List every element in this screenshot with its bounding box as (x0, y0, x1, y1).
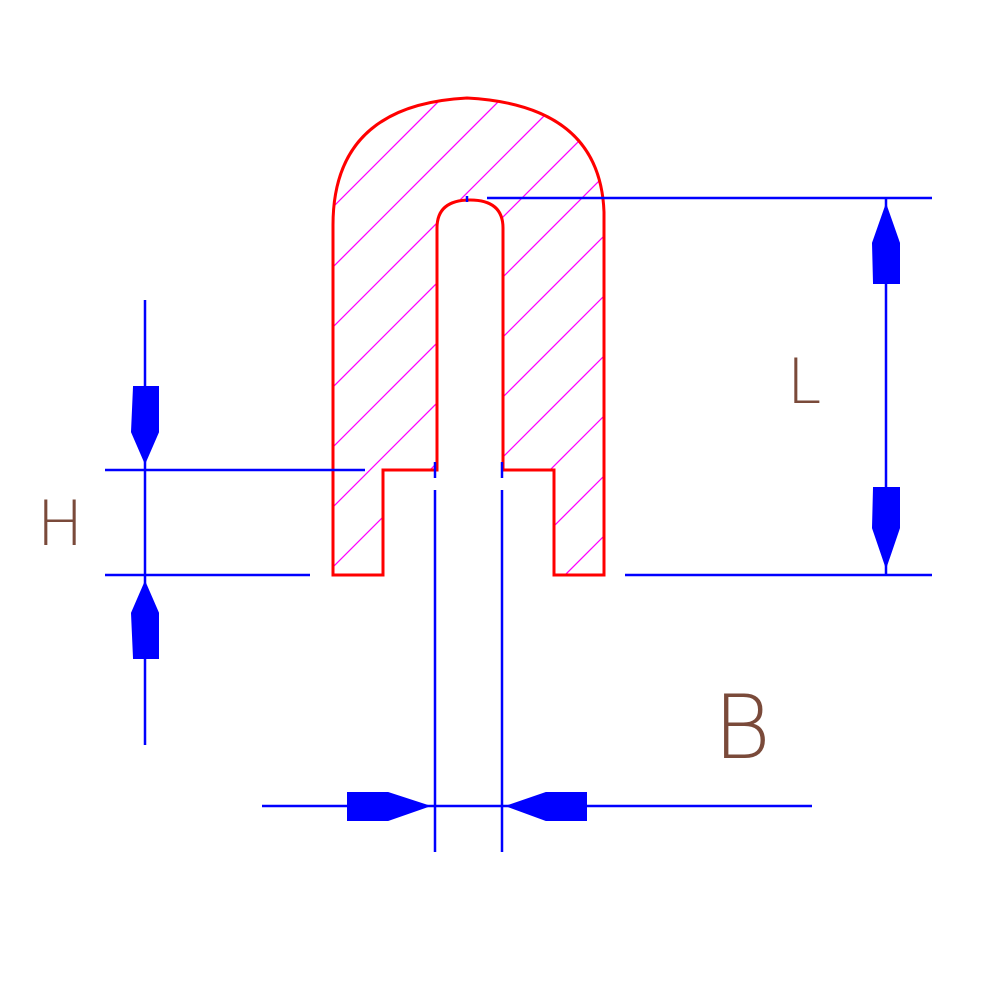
h-arrow-bottom (130, 580, 159, 659)
hatch-line (333, 98, 361, 575)
b-arrow-right (505, 792, 587, 821)
hatch-line (439, 98, 604, 575)
hatch-line (333, 98, 541, 575)
h-arrow-top (130, 386, 159, 465)
l-arrow-bottom (871, 487, 900, 570)
hatch-line (333, 98, 604, 575)
hatch-line (499, 98, 604, 575)
b-arrow-left (347, 792, 432, 821)
hatch-line (379, 98, 604, 575)
hatch-line (559, 98, 604, 575)
hatch-line (333, 98, 421, 575)
hatch-line (333, 98, 604, 575)
label-b: B (713, 676, 771, 779)
l-arrow-top (871, 202, 900, 284)
label-h: H (37, 487, 84, 560)
hatch-line (333, 98, 604, 575)
hatch-line (333, 98, 601, 575)
dimension-arrows (130, 202, 900, 821)
hatch-line (333, 98, 604, 575)
hatch-line (333, 98, 604, 575)
hatch-line (333, 98, 604, 575)
dimension-lines (105, 196, 932, 852)
hatch-line (333, 98, 481, 575)
section-outline (331, 96, 606, 577)
label-l: L (787, 345, 822, 418)
